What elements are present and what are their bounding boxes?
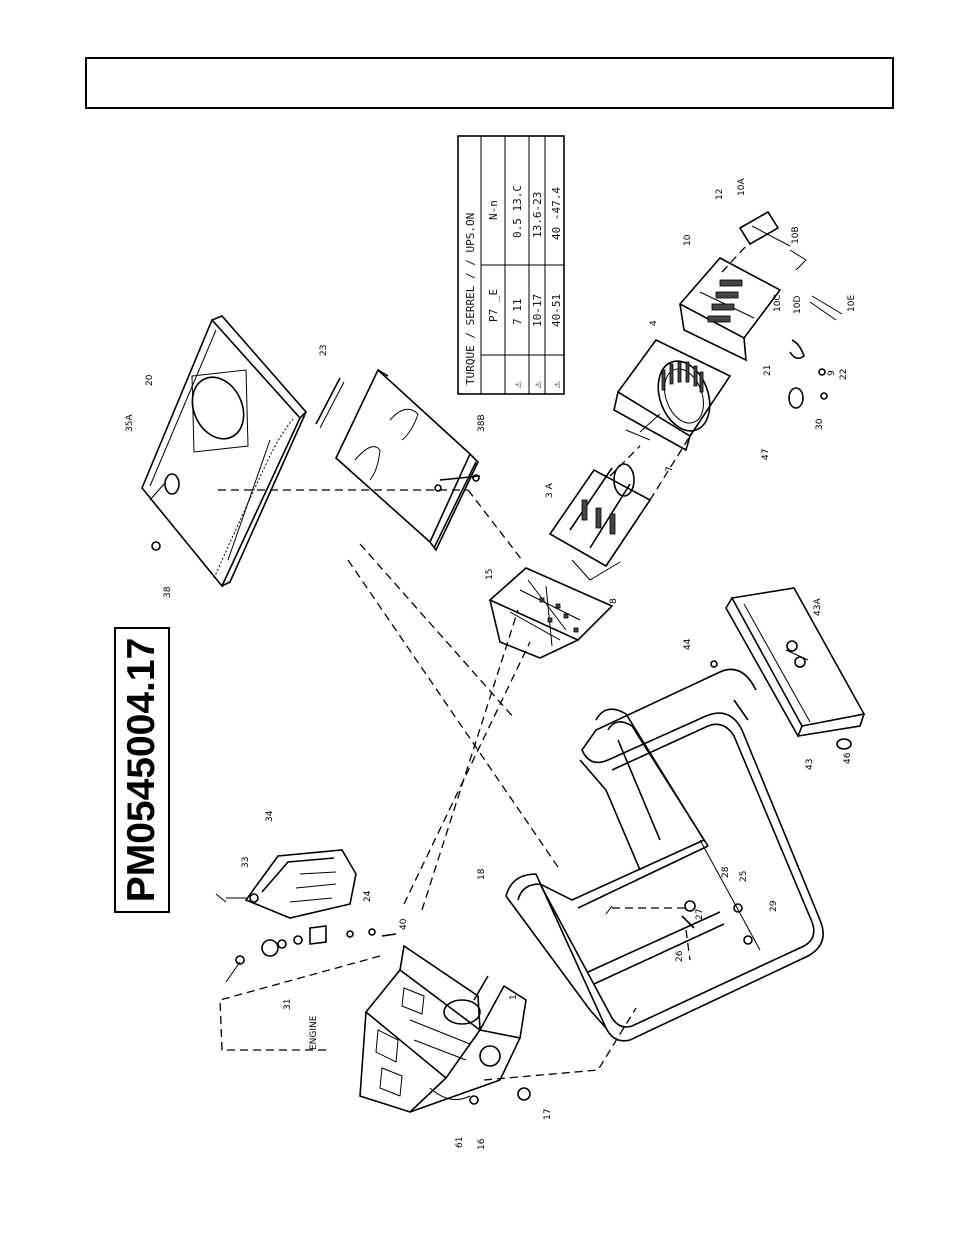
callout-24: 24 (363, 890, 373, 902)
callout-28: 28 (721, 866, 731, 878)
callout-10c: 10C (773, 294, 783, 312)
callout-30: 30 (815, 418, 825, 430)
callout-12: 12 (715, 189, 725, 200)
engine-kit-dashed-box (220, 956, 380, 1050)
callout-10a: 10A (737, 178, 747, 196)
serial-table-cell: 13.6-23 (531, 192, 544, 238)
callout-7: 7 (665, 466, 675, 472)
serial-table-col: P7 _E (487, 289, 500, 322)
callout-23: 23 (319, 345, 329, 356)
callout-17: 17 (543, 1109, 553, 1120)
serial-table: TURQUE / SERREL / / UPS.ON P7 _E N-n ⚠ 7… (458, 136, 564, 394)
callout-21: 21 (763, 365, 773, 376)
callout-20: 20 (145, 374, 155, 386)
callout-10: 10 (683, 234, 693, 246)
battery-tray-part (711, 588, 864, 749)
callout-38: 38 (163, 586, 173, 598)
assembly-guide-lines (218, 244, 748, 1080)
callout-10e: 10E (847, 295, 857, 312)
callout-40: 40 (399, 918, 409, 930)
bracket-part (336, 370, 480, 550)
callout-38b: 38B (477, 414, 487, 432)
callout-46: 46 (843, 752, 853, 764)
callout-26: 26 (675, 950, 685, 962)
engine-kit-label: ENGINE (309, 1015, 319, 1050)
serial-table-cell: 7 11 (511, 299, 524, 326)
serial-table-header: TURQUE / SERREL / / UPS.ON (464, 213, 477, 385)
callout-22: 22 (839, 369, 849, 380)
rod-part (316, 378, 340, 424)
muffler-kit-part (216, 850, 396, 982)
callout-8: 8 (609, 598, 619, 604)
generator-assembly (490, 212, 842, 658)
callout-29: 29 (769, 900, 779, 912)
callout-27: 27 (695, 909, 705, 920)
callout-15: 15 (485, 569, 495, 580)
callout-labels: 35A 20 23 38B 38 15 3 A 8 7 4 10 12 10A … (125, 178, 857, 1150)
serial-table-cell: ⚠ (531, 381, 544, 388)
engine-part (360, 946, 530, 1112)
serial-table-col: N-n (487, 200, 500, 220)
callout-44: 44 (683, 638, 693, 650)
callout-1: 1 (509, 994, 519, 1000)
callout-18: 18 (477, 868, 487, 880)
callout-25: 25 (739, 871, 749, 882)
callout-61: 61 (455, 1137, 465, 1148)
callout-9: 9 (827, 370, 837, 376)
serial-table-cell: 40 -47.4 (550, 187, 563, 240)
callout-47: 47 (761, 449, 771, 460)
callout-33: 33 (241, 857, 251, 868)
serial-table-cell: ⚠ (511, 381, 524, 388)
callout-10d: 10D (793, 296, 803, 314)
callout-4: 4 (649, 320, 659, 326)
callout-16: 16 (477, 1138, 487, 1150)
frame-part (506, 669, 823, 1040)
serial-table-cell: 40-51 (550, 294, 563, 327)
callout-31: 31 (283, 999, 293, 1010)
callout-43: 43 (805, 759, 815, 770)
callout-34: 34 (265, 810, 275, 822)
serial-table-cell: 10-17 (531, 294, 544, 327)
serial-table-cell: 0.5 13.C (511, 185, 524, 238)
control-panel-part (142, 316, 306, 586)
rod-part-edge (320, 382, 344, 428)
callout-35a: 35A (125, 414, 135, 432)
callout-43a: 43A (813, 598, 823, 616)
callout-3a: 3 A (545, 482, 555, 498)
serial-table-cell: ⚠ (550, 381, 563, 388)
callout-10b: 10B (791, 226, 801, 244)
